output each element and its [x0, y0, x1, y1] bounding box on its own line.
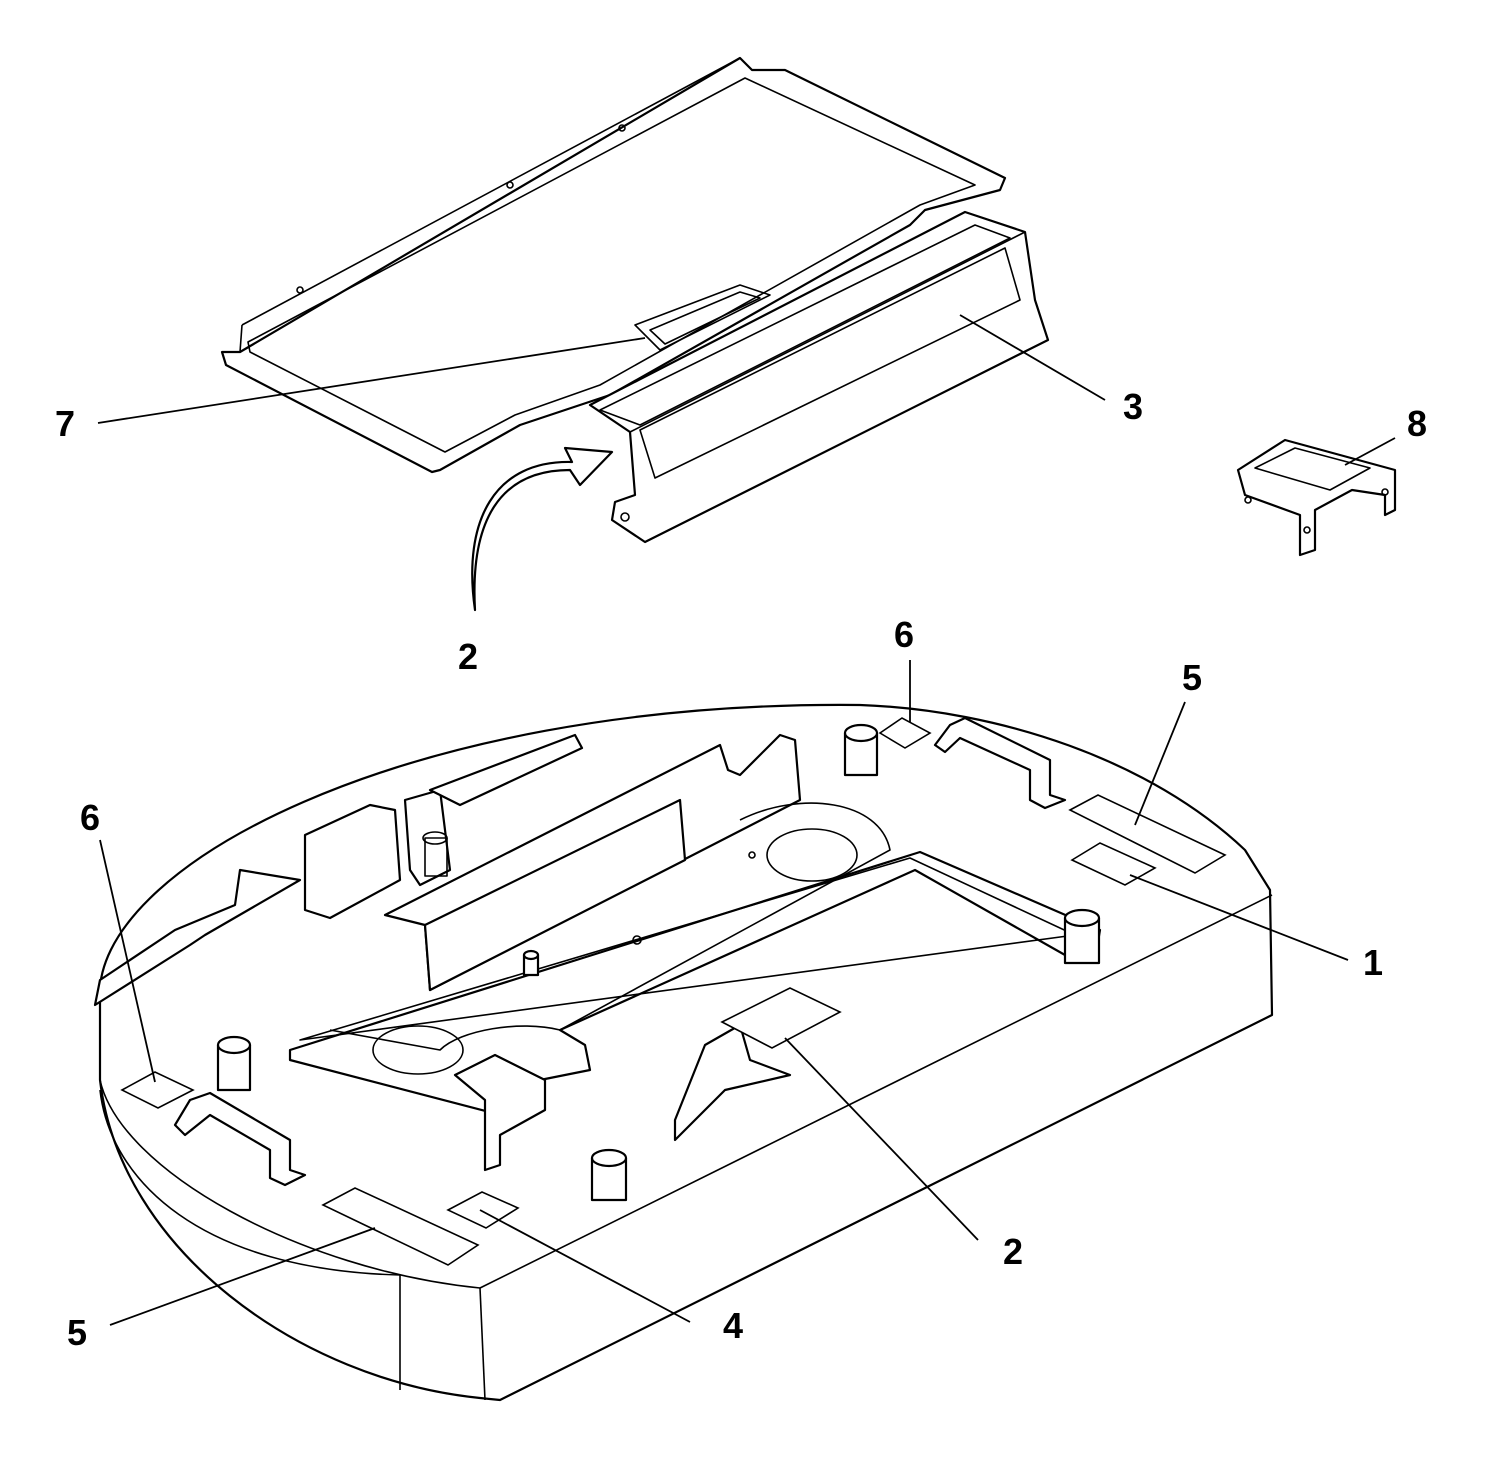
- decal-2-mid: [720, 987, 842, 1049]
- callout-6-left: 6: [79, 797, 101, 838]
- post-bottom: [590, 1148, 628, 1202]
- front-channel-part: [588, 210, 1050, 544]
- post-center: [522, 949, 540, 977]
- post-left: [216, 1035, 252, 1092]
- top-cover-panel: [220, 56, 1007, 474]
- curved-arrow: [471, 446, 614, 612]
- decal-1: [1070, 842, 1157, 886]
- decal-5-bottom: [321, 1187, 480, 1266]
- callout-3: 3: [1122, 386, 1144, 427]
- post-top: [843, 723, 879, 777]
- callout-2-top: 2: [457, 636, 479, 677]
- leader-lines: [97, 314, 1396, 1326]
- decal-5-top: [1068, 794, 1227, 874]
- callout-5-bottom: 5: [66, 1312, 88, 1353]
- small-bracket-part: [1236, 438, 1397, 557]
- callout-5-top: 5: [1181, 657, 1203, 698]
- decal-6-top: [878, 717, 932, 749]
- decal-4: [446, 1191, 520, 1229]
- callout-2-mid: 2: [1002, 1231, 1024, 1272]
- callout-4: 4: [722, 1305, 744, 1346]
- callout-6-top: 6: [893, 614, 915, 655]
- decal-6-left: [120, 1071, 195, 1109]
- post-right: [1063, 908, 1101, 965]
- callout-8: 8: [1406, 403, 1428, 444]
- callout-7: 7: [54, 403, 76, 444]
- callout-1: 1: [1362, 942, 1384, 983]
